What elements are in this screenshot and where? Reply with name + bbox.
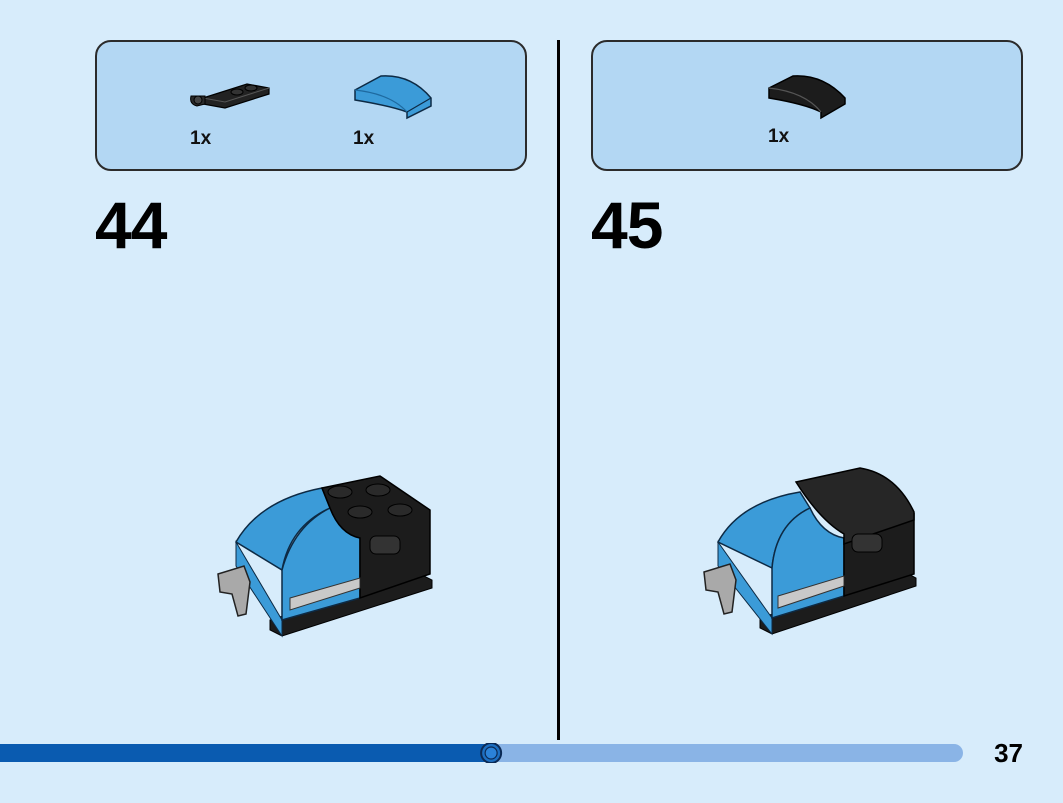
parts-callout-step-45: 1x [591,40,1023,171]
model-illustration-step-45 [703,467,917,636]
black-plate-with-clip-icon [190,83,270,109]
parts-callout-step-44: 1x 1x [95,40,527,171]
step-number: 44 [95,188,167,262]
page-number: 37 [994,738,1023,768]
black-curved-slope-icon [768,75,846,120]
part-quantity: 1x [353,128,375,149]
step-divider [557,40,560,740]
part-quantity: 1x [190,128,212,149]
step-number: 45 [591,188,663,262]
model-illustration-step-44 [217,475,433,638]
blue-curved-slope-icon [354,75,432,120]
progress-done [0,744,492,762]
page-progress-bar [0,743,963,763]
progress-marker-center [484,746,498,760]
part-quantity: 1x [768,126,790,147]
